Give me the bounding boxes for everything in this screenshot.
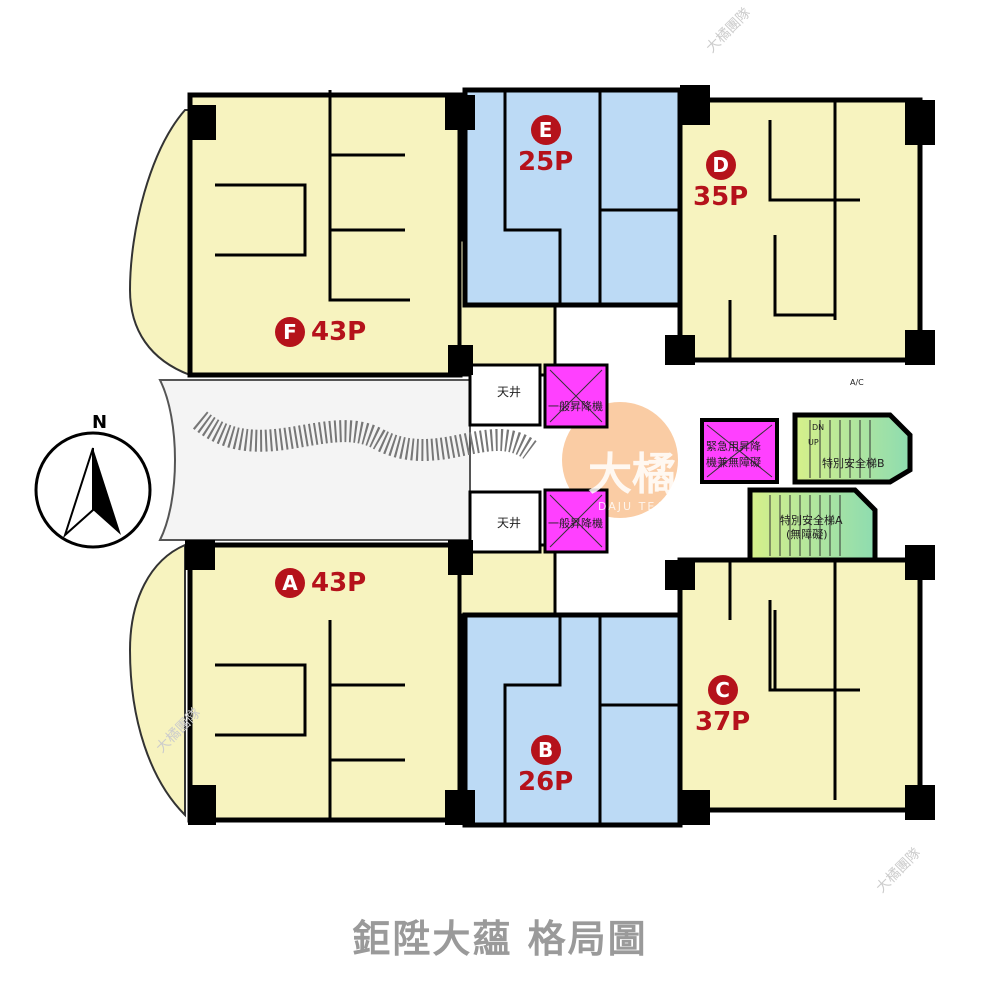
unit-badge: F: [275, 317, 305, 347]
unit-d: [677, 97, 923, 363]
unit-f-balcony: [128, 109, 191, 377]
unit-a-foyer: [458, 543, 557, 617]
unit-size: 26P: [518, 767, 574, 797]
stair-a: [747, 487, 878, 563]
courtyard: [158, 379, 471, 541]
lightwell-bottom: [468, 490, 542, 554]
unit-a-balcony: [128, 543, 186, 818]
unit-size: 37P: [695, 707, 751, 737]
unit-size: 25P: [518, 147, 574, 177]
unit-b: [462, 612, 683, 828]
stair-treads: [769, 420, 871, 556]
unit-size: 43P: [311, 568, 367, 598]
unit-size: 43P: [311, 317, 367, 347]
emergency-elevator-label-1: 緊急用昇降: [706, 440, 761, 453]
stair-up-label: UP: [808, 438, 819, 447]
page-title: 鉅陞大蘊 格局圖: [352, 917, 648, 961]
elevator-top-label: 一般昇降機: [548, 400, 603, 413]
ac-label: A/C: [850, 378, 864, 387]
lightwell-bottom-label: 天井: [497, 516, 522, 530]
elevator-bottom-label: 一般昇降機: [548, 517, 603, 530]
north-arrow-fill: [93, 448, 121, 535]
elevator-cross-lines: [549, 369, 773, 548]
compass-north-label: N: [92, 412, 108, 433]
lightwell-top: [468, 363, 542, 427]
unit-badge: E: [530, 115, 561, 145]
unit-badge: C: [707, 675, 738, 705]
emergency-elevator-label-2: 機兼無障礙: [706, 456, 761, 469]
lightwell-top-label: 天井: [497, 385, 522, 399]
partitions-west: [215, 90, 410, 820]
stair-dn-label: DN: [812, 423, 825, 432]
partitions-blue: [503, 90, 680, 825]
unit-badge: A: [275, 568, 305, 598]
stair-a-label-1: 特別安全梯A: [780, 514, 843, 527]
stair-b: [792, 412, 913, 485]
unit-a: [187, 542, 463, 823]
unit-badge: B: [530, 735, 561, 765]
unit-f: [187, 92, 463, 378]
unit-size: 35P: [693, 182, 749, 212]
stair-b-label: 特別安全梯B: [822, 457, 885, 470]
watermark-logo: 大橘: [588, 449, 676, 500]
watermark-logo-sub: DAJU TEAM: [598, 500, 678, 513]
stair-a-label-2: (無障礙): [786, 528, 828, 541]
structural-columns: [185, 85, 935, 825]
unit-e: [462, 87, 683, 308]
unit-badge: D: [705, 150, 736, 180]
courtyard-walkway: [192, 411, 537, 461]
partitions-east: [728, 100, 860, 800]
